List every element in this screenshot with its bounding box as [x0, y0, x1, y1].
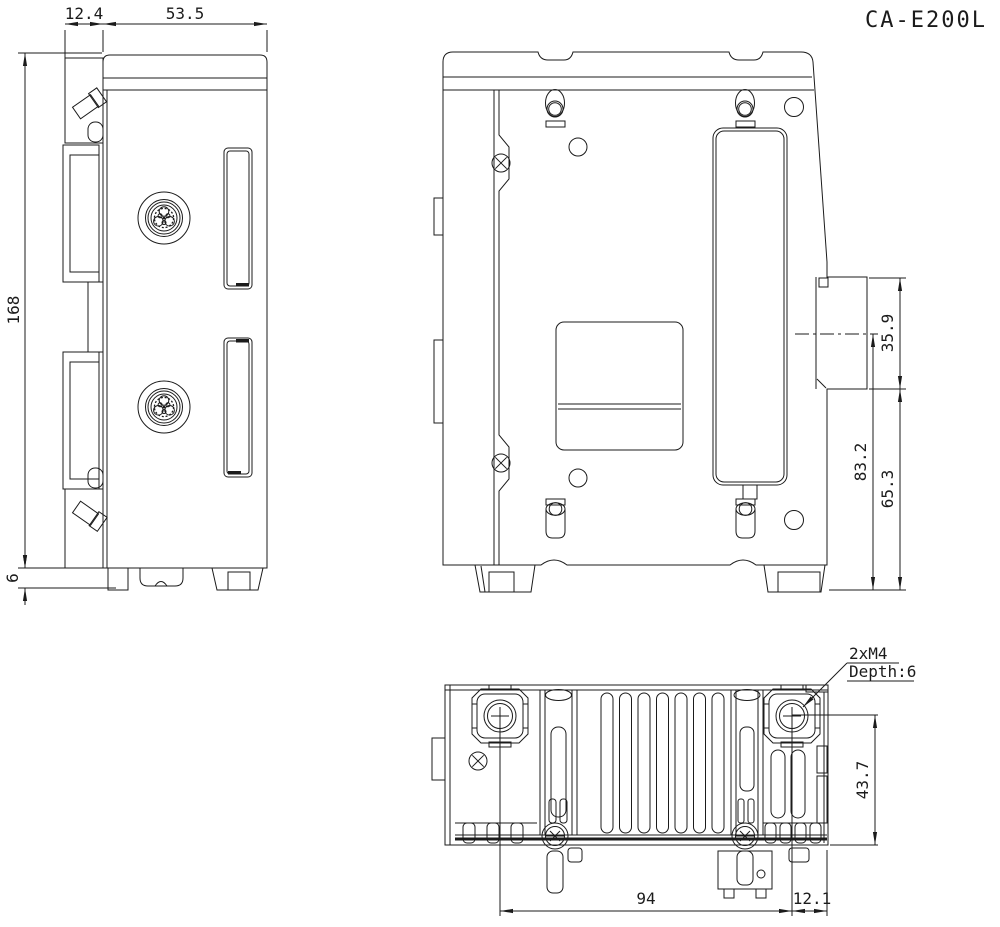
side-view: 12.4 53.5 168 6 [3, 4, 268, 605]
screw-note-line1: 2xM4 [849, 644, 888, 663]
peg-bottom-left [545, 502, 566, 539]
bottom-right-zone [770, 745, 828, 824]
dim-foot-height: 6 [3, 573, 22, 583]
rear-plate-bottom [64, 488, 104, 569]
left-edge-tab-upper [433, 197, 444, 236]
rail-screw-left [541, 822, 583, 894]
peg-bottom-right [735, 502, 756, 539]
peg-top-left [545, 89, 565, 118]
latch-tab-upper [71, 87, 108, 120]
m12-connector-upper [137, 191, 191, 245]
dim-latch-to-bottom: 65.3 [878, 470, 897, 509]
left-edge-tab-lower [433, 339, 444, 424]
bottom-left-tab [431, 737, 446, 781]
rear-hole-bottom-left [568, 468, 588, 488]
rail-latch-block [815, 277, 829, 389]
screw-note: 2xM4 Depth:6 [802, 644, 916, 708]
din-bracket-upper [62, 144, 100, 283]
latch-tab-lower [71, 500, 108, 533]
rear-view-dimensions: 35.9 83.2 65.3 [829, 277, 906, 591]
dim-body-height: 168 [4, 296, 23, 325]
clip-upper [87, 121, 104, 143]
rail-screw-right [717, 822, 810, 899]
side-feet [107, 567, 264, 591]
bottom-comb [455, 822, 827, 844]
drawing-title: CA-E200L [865, 8, 987, 33]
dim-latch-height: 35.9 [878, 314, 897, 353]
dim-body-depth: 53.5 [166, 4, 205, 23]
side-slot-upper [223, 147, 253, 290]
dim-hole-spacing: 94 [636, 889, 655, 908]
rear-hole-bottom-right [784, 510, 804, 530]
rear-body-outline [442, 51, 868, 566]
side-view-dimensions: 12.4 53.5 168 6 [3, 4, 268, 605]
rear-hole-top-right [784, 97, 804, 117]
dim-hole-to-edge: 12.1 [793, 889, 832, 908]
m12-connector-lower [137, 380, 191, 434]
rear-plate-top [64, 57, 104, 144]
bottom-channel-left [539, 689, 578, 835]
rear-view: 35.9 83.2 65.3 [433, 51, 906, 593]
screw-note-line2: Depth:6 [849, 662, 916, 681]
peg-top-right [735, 89, 755, 118]
side-body-outline [102, 54, 268, 569]
label-window [555, 321, 684, 451]
bottom-channel-right [730, 689, 764, 835]
rear-plate-neck [87, 281, 104, 353]
dim-center-to-bottom: 83.2 [851, 443, 870, 482]
bottom-screw [468, 751, 488, 771]
dim-hole-center-to-bottom: 43.7 [853, 761, 872, 800]
rear-screw-upper [491, 153, 511, 173]
bottom-view-dimensions: 94 12.1 43.7 2xM4 Depth:6 [499, 644, 916, 916]
rear-feet [474, 564, 826, 593]
rear-hole-top-left [568, 137, 588, 157]
rear-screw-lower [491, 453, 511, 473]
dim-rear-bracket-depth: 12.4 [65, 4, 104, 23]
din-rail-slot [712, 127, 788, 500]
heatsink-fins [600, 692, 725, 834]
bottom-view: 94 12.1 43.7 2xM4 Depth:6 [431, 644, 916, 916]
side-slot-lower [223, 337, 253, 478]
clip-lower [87, 467, 104, 489]
